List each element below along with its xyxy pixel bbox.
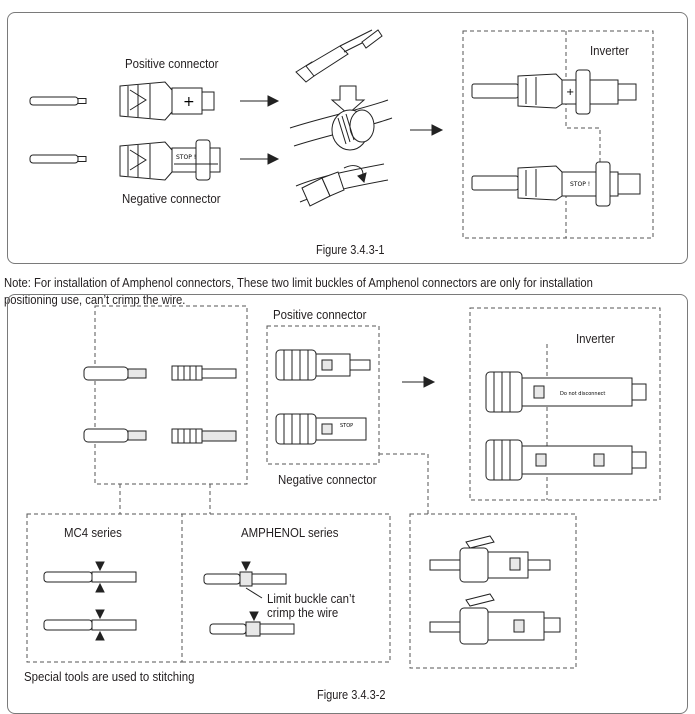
buckle-assembly-negative <box>429 593 561 645</box>
figure-1-frame <box>7 12 688 264</box>
buckle-assembly-positive <box>429 535 551 583</box>
inverter-label-2: Inverter <box>576 331 615 346</box>
assembly-step-rotate <box>295 163 389 207</box>
amphenol-crimp-pin <box>203 561 287 599</box>
limit-buckle-text-line1: Limit buckle can’t <box>267 591 355 606</box>
figure-1-caption: Figure 3.4.3-1 <box>316 243 385 257</box>
limit-buckle-text-line2: crimp the wire <box>267 605 339 620</box>
svg-text:Do not disconnect: Do not disconnect <box>560 391 605 397</box>
positive-connector-label-2: Positive connector <box>273 307 367 322</box>
positive-connector-label: Positive connector <box>125 56 219 71</box>
assembled-view-frame <box>462 30 654 239</box>
connector-lines <box>119 484 211 514</box>
figure-2-caption: Figure 3.4.3-2 <box>317 688 386 702</box>
svg-text:+: + <box>566 87 574 98</box>
assembly-step-insert <box>295 29 383 83</box>
mc4-terminal-pin <box>83 366 147 381</box>
mc4-crimp-pin <box>43 561 137 593</box>
svg-text:STOP: STOP <box>340 423 353 429</box>
stripped-wire-negative <box>29 154 87 164</box>
assembly-step-tighten <box>289 99 393 151</box>
assembled-negative-connector: STOP ! <box>471 161 641 207</box>
inverter-label: Inverter <box>590 43 629 58</box>
assembled-positive-connector: + <box>471 69 637 115</box>
assembled-view-frame-2 <box>469 307 661 501</box>
connectors-frame <box>266 325 380 465</box>
figure-2-frame <box>7 294 688 714</box>
negative-connector-label-2: Negative connector <box>278 472 377 487</box>
assembled-negative-connector-2 <box>485 439 647 481</box>
amphenol-series-label: AMPHENOL series <box>241 525 339 540</box>
amphenol-terminal-socket <box>171 428 237 444</box>
plus-symbol: + <box>183 94 195 110</box>
mc4-series-label: MC4 series <box>64 525 122 540</box>
connector-lines-2 <box>379 453 429 514</box>
mc4-terminal-socket <box>83 428 147 443</box>
positive-connector-drawing: + <box>119 81 215 121</box>
arrow-right-icon <box>402 376 436 388</box>
amphenol-frame <box>182 513 391 663</box>
stop-marking: STOP ! <box>176 154 196 161</box>
installation-note: Note: For installation of Amphenol conne… <box>4 276 593 307</box>
stripped-wire-positive <box>29 96 87 106</box>
negative-connector-label: Negative connector <box>122 191 221 206</box>
arrow-down-icon <box>330 85 366 115</box>
amphenol-crimp-socket <box>209 611 295 637</box>
amphenol-terminal-pin <box>171 365 237 381</box>
negative-connector-drawing: STOP ! <box>119 139 221 181</box>
negative-connector-drawing-2: STOP <box>275 413 367 445</box>
arrow-right-icon <box>410 124 444 136</box>
positive-connector-drawing-2 <box>275 349 371 381</box>
arrow-right-icon <box>240 95 280 107</box>
arrow-right-icon <box>240 153 280 165</box>
assembled-positive-connector-2: Do not disconnect <box>485 371 647 413</box>
mc4-crimp-socket <box>43 609 137 641</box>
inverter-boundary <box>565 31 601 238</box>
terminals-frame <box>94 305 248 485</box>
special-tools-text: Special tools are used to stitching <box>24 669 195 684</box>
svg-text:STOP !: STOP ! <box>570 181 590 188</box>
